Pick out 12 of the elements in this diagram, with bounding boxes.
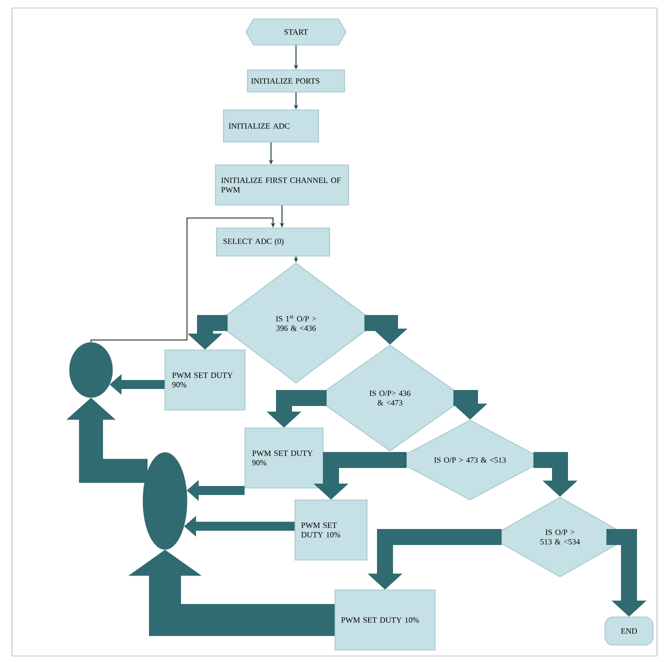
start-terminal: START — [246, 18, 346, 46]
process-box: PWM SET DUTY 10% — [294, 500, 368, 560]
process-box: SELECT ADC (0) — [216, 228, 330, 256]
feedback-line — [90, 218, 276, 343]
process-box: PWM SET DUTY 90% — [164, 350, 246, 410]
process-box: INITIALIZE ADC — [223, 110, 319, 142]
process-box: PWM SET DUTY 90% — [244, 428, 324, 488]
connector-ellipse — [142, 452, 188, 550]
process-box: PWM SET DUTY 10% — [334, 590, 436, 650]
process-box: INITIALIZE PORTS — [247, 70, 345, 92]
end-terminal: END — [604, 616, 654, 646]
process-box: INITIALIZE FIRST CHANNEL OF PWM — [215, 164, 349, 206]
